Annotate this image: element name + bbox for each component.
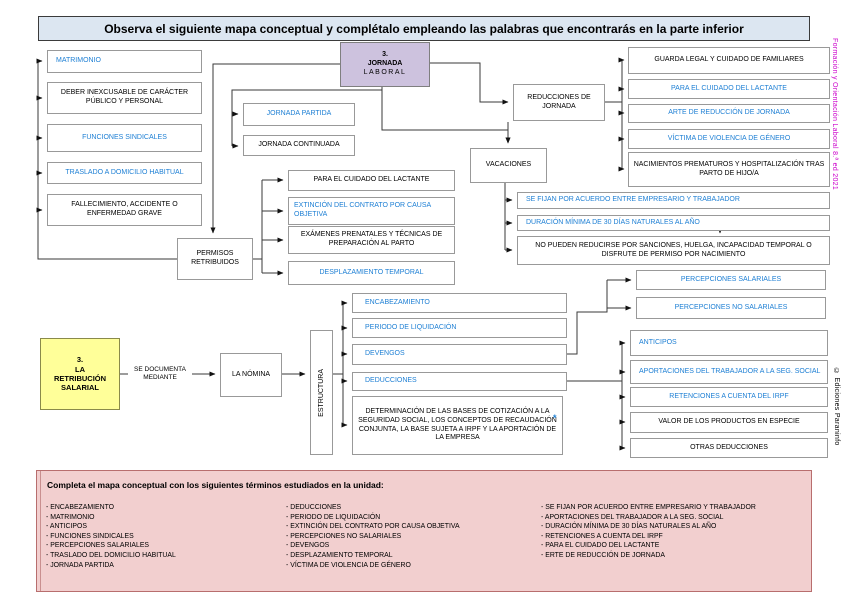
word-bank-col2: DEDUCCIONES PERIODO DE LIQUIDACIÓN EXTIN…: [286, 503, 536, 570]
node-retenciones-irpf: RETENCIONES A CUENTA DEL IRPF: [630, 387, 828, 407]
retribucion-line2: RETRIBUCIÓN: [53, 374, 107, 383]
node-no-pueden-reducirse: NO PUEDEN REDUCIRSE POR SANCIONES, HUELG…: [517, 236, 830, 265]
word-bank-term: PERCEPCIONES SALARIALES: [46, 541, 281, 551]
word-bank-term: MATRIMONIO: [46, 513, 281, 523]
word-bank-term: RETENCIONES A CUENTA DEL IRPF: [541, 532, 806, 542]
word-bank-term: DEVENGOS: [286, 541, 536, 551]
node-encabezamiento: ENCABEZAMIENTO: [352, 293, 567, 313]
word-bank-term: ENCABEZAMIENTO: [46, 503, 281, 513]
node-aportaciones-trabajador: APORTACIONES DEL TRABAJADOR A LA SEG. SO…: [630, 360, 828, 384]
jornada-line1: JORNADA: [367, 60, 403, 68]
edition-vertical-text: Formación y Orientación Laboral 8.ª ed 2…: [831, 38, 838, 191]
word-bank-panel: Completa el mapa conceptual con los sigu…: [36, 470, 812, 592]
node-deber-inexcusable: DEBER INEXCUSABLE DE CARÁCTER PÚBLICO Y …: [47, 82, 202, 114]
node-guarda-legal: GUARDA LEGAL Y CUIDADO DE FAMILIARES: [628, 47, 830, 74]
retribucion-line1: LA: [75, 364, 85, 374]
jornada-number: 3.: [382, 51, 388, 59]
node-cuidado-lactante: PARA EL CUIDADO DEL LACTANTE: [288, 170, 455, 191]
word-bank-term: DEDUCCIONES: [286, 503, 536, 513]
word-bank-term: PARA EL CUIDADO DEL LACTANTE: [541, 541, 806, 551]
node-permisos-retribuidos: PERMISOS RETRIBUIDOS: [177, 238, 253, 280]
node-se-fijan-acuerdo: SE FIJAN POR ACUERDO ENTRE EMPRESARIO Y …: [517, 192, 830, 209]
node-valor-productos: VALOR DE LOS PRODUCTOS EN ESPECIE: [630, 412, 828, 433]
edge-label-se-documenta: SE DOCUMENTA MEDIANTE: [128, 362, 192, 386]
node-desplazamiento-temporal: DESPLAZAMIENTO TEMPORAL: [288, 261, 455, 285]
retribucion-number: 3.: [76, 355, 84, 365]
word-bank-term: DURACIÓN MÍNIMA DE 30 DÍAS NATURALES AL …: [541, 522, 806, 532]
node-retribucion-salarial: 3. LA RETRIBUCIÓN SALARIAL: [40, 338, 120, 410]
word-bank-term: FUNCIONES SINDICALES: [46, 532, 281, 542]
node-deducciones: DEDUCCIONES: [352, 372, 567, 391]
word-bank-term: VÍCTIMA DE VIOLENCIA DE GÉNERO: [286, 561, 536, 571]
jornada-line2: LABORAL: [363, 68, 407, 76]
node-traslado-domicilio: TRASLADO A DOMICILIO HABITUAL: [47, 162, 202, 184]
word-bank-term: ANTICIPOS: [46, 522, 281, 532]
node-extincion-contrato: EXTINCIÓN DEL CONTRATO POR CAUSA OBJETIV…: [288, 197, 455, 225]
node-percepciones-salariales: PERCEPCIONES SALARIALES: [636, 270, 826, 290]
node-duracion-minima: DURACIÓN MÍNIMA DE 30 DÍAS NATURALES AL …: [517, 215, 830, 231]
estructura-label: ESTRUCTURA: [318, 368, 325, 417]
node-jornada-laboral: 3. JORNADA LABORAL: [340, 42, 430, 87]
publisher-vertical-text: © Ediciones Paraninfo: [833, 368, 840, 446]
word-bank-col1: ENCABEZAMIENTO MATRIMONIO ANTICIPOS FUNC…: [46, 503, 281, 570]
word-bank-title: Completa el mapa conceptual con los sigu…: [47, 480, 384, 490]
word-bank-col3: SE FIJAN POR ACUERDO ENTRE EMPRESARIO Y …: [541, 503, 806, 561]
asterisk-marker: *: [553, 413, 557, 423]
node-periodo-liquidacion: PERIODO DE LIQUIDACIÓN: [352, 318, 567, 338]
word-bank-term: JORNADA PARTIDA: [46, 561, 281, 571]
node-jornada-partida: JORNADA PARTIDA: [243, 103, 355, 126]
page-title: Observa el siguiente mapa conceptual y c…: [38, 16, 810, 41]
node-devengos: DEVENGOS: [352, 344, 567, 365]
node-determinacion-bases: DETERMINACIÓN DE LAS BASES DE COTIZACIÓN…: [352, 396, 563, 455]
node-cuidado-lactante-reduccion: PARA EL CUIDADO DEL LACTANTE: [628, 79, 830, 99]
node-fallecimiento: FALLECIMIENTO, ACCIDENTE O ENFERMEDAD GR…: [47, 194, 202, 226]
node-arte-reduccion: ARTE DE REDUCCIÓN DE JORNADA: [628, 104, 830, 123]
node-estructura: ESTRUCTURA: [310, 330, 333, 455]
node-anticipos: ANTICIPOS: [630, 330, 828, 356]
word-bank-term: APORTACIONES DEL TRABAJADOR A LA SEG. SO…: [541, 513, 806, 523]
word-bank-term: PERIODO DE LIQUIDACIÓN: [286, 513, 536, 523]
node-otras-deducciones: OTRAS DEDUCCIONES: [630, 438, 828, 458]
word-bank-term: PERCEPCIONES NO SALARIALES: [286, 532, 536, 542]
node-nacimientos-prematuros: NACIMIENTOS PREMATUROS Y HOSPITALIZACIÓN…: [628, 152, 830, 187]
node-vacaciones: VACACIONES: [470, 148, 547, 183]
node-la-nomina: LA NÓMINA: [220, 353, 282, 397]
node-jornada-continuada: JORNADA CONTINUADA: [243, 135, 355, 156]
word-bank-term: TRASLADO DEL DOMICILIO HABITUAL: [46, 551, 281, 561]
word-bank-term: EXTINCIÓN DEL CONTRATO POR CAUSA OBJETIV…: [286, 522, 536, 532]
node-reducciones-jornada: REDUCCIONES DE JORNADA: [513, 84, 605, 121]
node-funciones-sindicales: FUNCIONES SINDICALES: [47, 124, 202, 152]
retribucion-line3: SALARIAL: [61, 383, 99, 393]
word-bank-term: SE FIJAN POR ACUERDO ENTRE EMPRESARIO Y …: [541, 503, 806, 513]
node-percepciones-no-salariales: PERCEPCIONES NO SALARIALES: [636, 297, 826, 319]
word-bank-term: ERTE DE REDUCCIÓN DE JORNADA: [541, 551, 806, 561]
node-victima-violencia: VÍCTIMA DE VIOLENCIA DE GÉNERO: [628, 129, 830, 149]
node-examenes-prenatales: EXÁMENES PRENATALES Y TÉCNICAS DE PREPAR…: [288, 226, 455, 254]
word-bank-term: DESPLAZAMIENTO TEMPORAL: [286, 551, 536, 561]
node-matrimonio: MATRIMONIO: [47, 50, 202, 73]
